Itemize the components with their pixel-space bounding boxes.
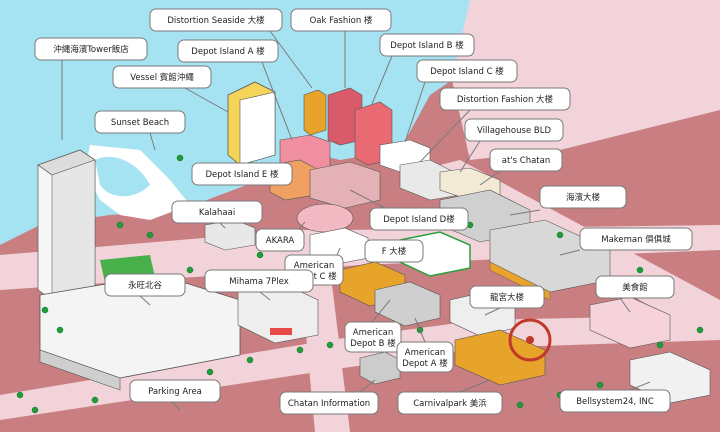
callout-meishi[interactable]: 美食館 bbox=[595, 275, 675, 313]
svg-text:美食館: 美食館 bbox=[622, 282, 648, 293]
okinawa-tower-building bbox=[37, 149, 96, 301]
callout-distortion-seaside[interactable]: Distortion Seaside 大楼 bbox=[149, 8, 313, 89]
svg-text:沖縄海濱Tower飯店: 沖縄海濱Tower飯店 bbox=[53, 44, 129, 55]
distortion-seaside-building bbox=[303, 89, 327, 136]
callout-depot-c-top[interactable]: Depot Island C 楼 bbox=[404, 59, 518, 143]
callout-distortion-fashion[interactable]: Distortion Fashion 大楼 bbox=[419, 87, 571, 163]
road-lower bbox=[0, 315, 720, 420]
svg-text:Makeman 俱俱城: Makeman 俱俱城 bbox=[601, 234, 671, 245]
chatan-info-building bbox=[359, 351, 401, 385]
callout-carnival[interactable]: Carnivalpark 美浜 bbox=[397, 379, 503, 415]
callout-depot-d[interactable]: Depot Island D楼 bbox=[349, 189, 469, 231]
callout-vessel[interactable]: Vessel 賓館沖繩 bbox=[112, 65, 229, 113]
callout-okinawa-tower[interactable]: 沖縄海濱Tower飯店 bbox=[34, 37, 148, 140]
svg-text:龍宮大楼: 龍宮大楼 bbox=[490, 292, 525, 303]
eiwang-building bbox=[39, 274, 241, 391]
svg-text:Distortion Seaside 大楼: Distortion Seaside 大楼 bbox=[167, 15, 265, 26]
callout-akara[interactable]: AKARA bbox=[255, 221, 306, 252]
svg-text:Villagehouse BLD: Villagehouse BLD bbox=[477, 126, 551, 136]
svg-text:Bellsystem24, INC: Bellsystem24, INC bbox=[576, 397, 654, 407]
vessel-building bbox=[227, 81, 276, 166]
callout-oak-fashion[interactable]: Oak Fashion 楼 bbox=[290, 8, 392, 88]
callout-parking[interactable]: Parking Area bbox=[129, 379, 221, 411]
american-depot-a-building bbox=[374, 281, 441, 327]
svg-text:Depot Island B 楼: Depot Island B 楼 bbox=[390, 40, 464, 51]
svg-text:Depot Island E 楼: Depot Island E 楼 bbox=[206, 169, 279, 180]
callout-makeman[interactable]: Makeman 俱俱城 bbox=[559, 227, 693, 256]
callout-longgong[interactable]: 龍宮大楼 bbox=[469, 285, 545, 316]
svg-text:Depot Island D楼: Depot Island D楼 bbox=[383, 214, 455, 225]
svg-text:F 大楼: F 大楼 bbox=[382, 246, 407, 257]
svg-text:Carnivalpark 美浜: Carnivalpark 美浜 bbox=[413, 398, 487, 409]
callout-haibin[interactable]: 海濱大楼 bbox=[509, 185, 627, 216]
svg-text:Depot Island A 楼: Depot Island A 楼 bbox=[191, 46, 265, 57]
svg-text:Parking Area: Parking Area bbox=[148, 387, 202, 397]
svg-text:Vessel 賓館沖繩: Vessel 賓館沖繩 bbox=[130, 72, 194, 83]
callout-depot-b-top[interactable]: Depot Island B 楼 bbox=[371, 33, 475, 105]
depot-d-building bbox=[309, 161, 381, 209]
svg-text:海濱大楼: 海濱大楼 bbox=[566, 192, 601, 203]
callout-bellsystem[interactable]: Bellsystem24, INC bbox=[559, 381, 671, 413]
callout-kalahaai[interactable]: Kalahaai bbox=[171, 200, 263, 229]
callout-ats-chatan[interactable]: at's Chatan bbox=[479, 148, 563, 186]
svg-text:Kalahaai: Kalahaai bbox=[199, 208, 235, 218]
svg-text:Sunset Beach: Sunset Beach bbox=[111, 118, 169, 128]
svg-text:永旺北谷: 永旺北谷 bbox=[128, 280, 163, 291]
callout-mihama[interactable]: Mihama 7Plex bbox=[204, 269, 314, 301]
carnivalpark-building bbox=[454, 318, 552, 386]
callout-chatan-info[interactable]: Chatan Information bbox=[279, 379, 379, 415]
svg-text:Chatan Information: Chatan Information bbox=[288, 399, 370, 409]
callout-depot-a-top[interactable]: Depot Island A 楼 bbox=[177, 39, 293, 141]
callout-villagehouse[interactable]: Villagehouse BLD bbox=[459, 118, 564, 173]
svg-text:Depot Island C 楼: Depot Island C 楼 bbox=[430, 66, 504, 77]
callout-depot-e[interactable]: Depot Island E 楼 bbox=[191, 162, 293, 186]
callout-sunset-beach[interactable]: Sunset Beach bbox=[94, 110, 186, 151]
callout-f-building[interactable]: F 大楼 bbox=[364, 239, 424, 263]
svg-text:Mihama 7Plex: Mihama 7Plex bbox=[229, 277, 289, 287]
svg-text:AKARA: AKARA bbox=[266, 236, 295, 246]
svg-text:at's Chatan: at's Chatan bbox=[502, 156, 550, 166]
callout-eiwang[interactable]: 永旺北谷 bbox=[104, 273, 186, 306]
beach-inner bbox=[95, 156, 150, 197]
svg-text:Oak Fashion 楼: Oak Fashion 楼 bbox=[310, 15, 373, 26]
svg-text:Distortion Fashion 大楼: Distortion Fashion 大楼 bbox=[457, 94, 554, 105]
